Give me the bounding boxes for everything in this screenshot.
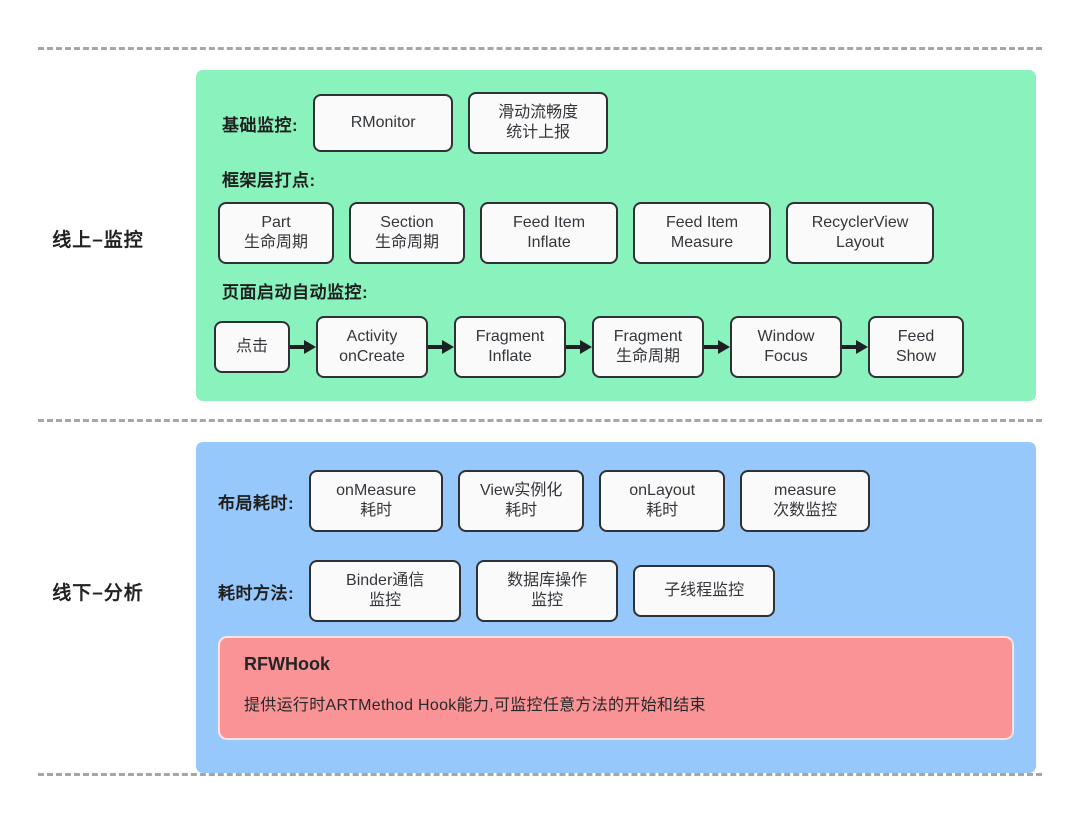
chip-fragment-inflate[interactable]: Fragment Inflate [454, 316, 566, 378]
rfwhook-description: 提供运行时ARTMethod Hook能力,可监控任意方法的开始和结束 [244, 697, 706, 714]
panel-online-monitoring: 基础监控: RMonitor 滑动流畅度 统计上报 框架层打点: Part 生命… [196, 70, 1036, 401]
row-label-online: 线上–监控 [52, 230, 144, 251]
chip-database-operation-monitor[interactable]: 数据库操作 监控 [476, 560, 619, 622]
group-layout-cost: 布局耗时: onMeasure 耗时 View实例化 耗时 onLayout 耗… [218, 470, 871, 532]
row-label-offline: 线下–分析 [52, 583, 144, 604]
chip-view-instantiation-cost[interactable]: View实例化 耗时 [458, 470, 585, 532]
arrow-right-icon-1 [290, 340, 316, 354]
chip-feed-item-measure[interactable]: Feed Item Measure [633, 202, 771, 264]
group-label-page-launch-auto-monitor: 页面启动自动监控: [222, 283, 369, 302]
panel-offline-analysis: 布局耗时: onMeasure 耗时 View实例化 耗时 onLayout 耗… [196, 442, 1036, 773]
divider-bottom [38, 773, 1042, 776]
chip-binder-communication-monitor[interactable]: Binder通信 监控 [309, 560, 462, 622]
chip-onmeasure-cost[interactable]: onMeasure 耗时 [309, 470, 444, 532]
group-page-launch-flow: 点击 Activity onCreate Fragment Inflate Fr… [214, 316, 964, 378]
divider-top [38, 47, 1042, 50]
group-label-basic-monitor: 基础监控: [222, 115, 299, 135]
arrow-right-icon-2 [428, 340, 454, 354]
group-label-cost-methods: 耗时方法: [218, 583, 295, 603]
chip-onlayout-cost[interactable]: onLayout 耗时 [599, 470, 726, 532]
group-label-layout-cost: 布局耗时: [218, 493, 295, 513]
chip-recyclerview-layout[interactable]: RecyclerView Layout [786, 202, 934, 264]
arrow-right-icon-3 [566, 340, 592, 354]
chip-window-focus[interactable]: Window Focus [730, 316, 842, 378]
chip-fragment-lifecycle[interactable]: Fragment 生命周期 [592, 316, 704, 378]
group-label-framework-tracking: 框架层打点: [222, 171, 316, 190]
chip-activity-oncreate[interactable]: Activity onCreate [316, 316, 428, 378]
group-basic-monitor: 基础监控: RMonitor 滑动流畅度 统计上报 [222, 92, 609, 154]
chip-part-lifecycle[interactable]: Part 生命周期 [218, 202, 334, 264]
chip-measure-count-monitor[interactable]: measure 次数监控 [740, 470, 871, 532]
arrow-right-icon-5 [842, 340, 868, 354]
group-cost-methods: 耗时方法: Binder通信 监控 数据库操作 监控 子线程监控 [218, 560, 776, 622]
chip-section-lifecycle[interactable]: Section 生命周期 [349, 202, 465, 264]
group-framework-tracking: Part 生命周期 Section 生命周期 Feed Item Inflate… [218, 202, 934, 264]
arrow-right-icon-4 [704, 340, 730, 354]
chip-feed-item-inflate[interactable]: Feed Item Inflate [480, 202, 618, 264]
chip-click[interactable]: 点击 [214, 321, 290, 373]
chip-feed-show[interactable]: Feed Show [868, 316, 964, 378]
highlight-card-rfwhook[interactable]: RFWHook 提供运行时ARTMethod Hook能力,可监控任意方法的开始… [218, 636, 1014, 740]
chip-child-thread-monitor[interactable]: 子线程监控 [633, 565, 776, 617]
chip-scroll-smoothness-report[interactable]: 滑动流畅度 统计上报 [468, 92, 609, 154]
divider-middle [38, 419, 1042, 422]
chip-rmonitor[interactable]: RMonitor [313, 94, 454, 152]
rfwhook-title: RFWHook [244, 654, 330, 674]
